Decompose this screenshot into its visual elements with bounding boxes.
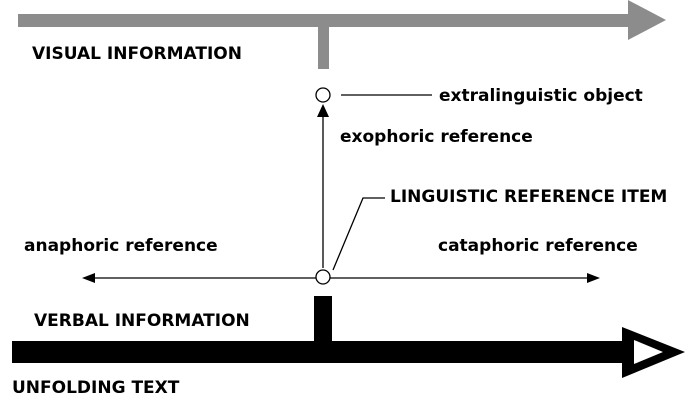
verbal-information-label: VERBAL INFORMATION (34, 311, 250, 331)
cataphoric-reference-label: cataphoric reference (438, 236, 638, 256)
verbal-track-arrowhead-inner (634, 340, 663, 364)
linguistic-reference-node (315, 269, 331, 285)
anaphoric-arrowhead (82, 273, 95, 283)
exophoric-arrowhead (317, 104, 329, 117)
cataphoric-arrowhead (587, 273, 600, 283)
visual-information-track (18, 0, 666, 69)
exophoric-reference-label: exophoric reference (340, 127, 533, 147)
verbal-track-shaft (12, 341, 630, 363)
visual-track-stem (318, 20, 329, 69)
verbal-track-stem (314, 296, 332, 346)
unfolding-text-label: UNFOLDING TEXT (12, 378, 180, 398)
linguistic-reference-leader (332, 197, 385, 271)
reference-axis-arrow (82, 273, 600, 283)
linguistic-reference-item-label: LINGUISTIC REFERENCE ITEM (390, 187, 668, 207)
extralinguistic-object-label: extralinguistic object (439, 86, 643, 106)
visual-information-label: VISUAL INFORMATION (32, 44, 242, 64)
exophoric-arrow (317, 104, 329, 268)
extralinguistic-object-node (315, 87, 331, 103)
verbal-information-track (12, 296, 685, 378)
anaphoric-reference-label: anaphoric reference (24, 236, 218, 256)
visual-track-arrowhead (628, 0, 666, 40)
